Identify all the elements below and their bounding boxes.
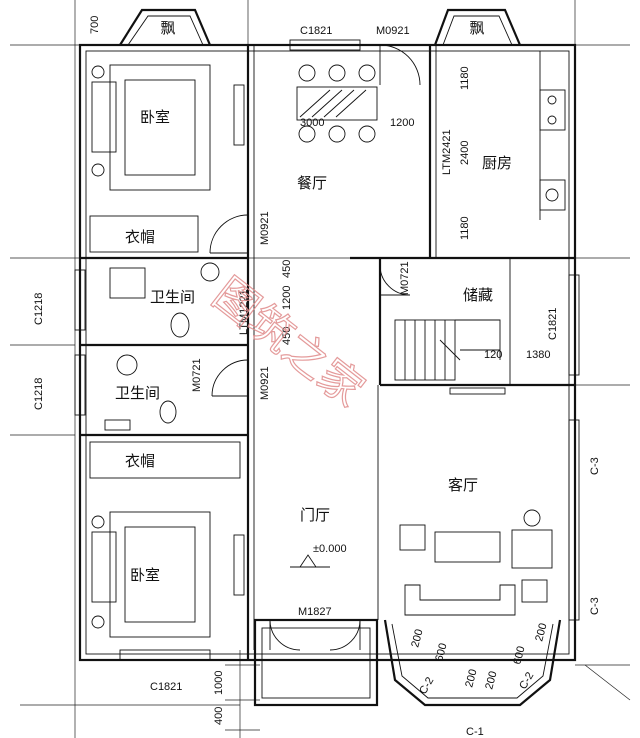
elevation-marker	[290, 554, 330, 568]
dim-700: 700	[89, 16, 101, 34]
code-c1-bottom: C-1	[466, 726, 484, 738]
bay-window-right	[433, 8, 522, 46]
dim-1180-bot: 1180	[459, 216, 471, 240]
code-ltm2421: LTM2421	[441, 129, 453, 175]
dim-450-b: 450	[281, 327, 293, 345]
bay-window-bottom	[383, 619, 562, 707]
dim-400: 400	[213, 707, 225, 725]
code-ltm1221: LTM1221	[238, 289, 250, 335]
room-label-dining: 餐厅	[297, 174, 327, 192]
dim-bay-600-r: 600	[511, 645, 527, 666]
code-c2-right: C-2	[517, 670, 536, 691]
bed-bottom	[91, 511, 211, 638]
windows	[74, 39, 580, 661]
room-label-bedroom-bottom: 卧室	[130, 566, 160, 584]
staircase	[394, 319, 501, 381]
dim-450-a: 450	[281, 260, 293, 278]
interior-walls	[80, 45, 575, 660]
code-m0721-bath: M0721	[191, 358, 203, 392]
kitchen-fixtures	[539, 89, 566, 211]
room-label-kitchen: 厨房	[482, 154, 512, 172]
dim-bay-200-l1: 200	[409, 628, 425, 649]
bath-fixtures	[104, 262, 220, 431]
dim-bay-200-r1: 200	[483, 670, 499, 691]
entrance-porch	[253, 618, 379, 707]
code-c3-upper: C-3	[589, 457, 601, 475]
dim-3000: 3000	[300, 117, 324, 129]
code-c1218-upper: C1218	[33, 293, 45, 325]
dim-1180-top: 1180	[459, 66, 471, 90]
dim-1200-dining: 1200	[390, 117, 414, 129]
room-label-foyer: 门厅	[300, 506, 330, 524]
room-label-bath-lower: 卫生间	[115, 384, 160, 402]
dim-1380: 1380	[526, 349, 550, 361]
dim-1200-bath: 1200	[281, 286, 293, 310]
elevation-label: ±0.000	[313, 543, 347, 555]
room-label-bath-upper: 卫生间	[150, 288, 195, 306]
code-c1218-lower: C1218	[33, 378, 45, 410]
code-c3-lower: C-3	[589, 597, 601, 615]
code-m0921-foyer: M0921	[259, 366, 271, 400]
room-label-living: 客厅	[448, 476, 478, 494]
code-m0721-storage: M0721	[399, 261, 411, 295]
code-m1827: M1827	[298, 606, 332, 618]
code-m0921-dining: M0921	[259, 211, 271, 245]
dim-bay-200-r2: 200	[533, 622, 549, 643]
room-label-closet-bottom: 衣帽	[125, 452, 155, 470]
doors	[209, 44, 421, 651]
room-label-bay-right: 飘	[469, 19, 484, 37]
room-label-bedroom-top: 卧室	[140, 108, 170, 126]
dim-2400: 2400	[459, 141, 471, 165]
room-label-closet-top: 衣帽	[125, 228, 155, 246]
room-label-storage: 储藏	[463, 286, 493, 304]
bed-top	[91, 64, 211, 191]
dim-bay-600-l: 600	[433, 642, 449, 663]
room-label-bay-left: 飘	[160, 19, 175, 37]
living-furniture	[399, 509, 553, 616]
dim-120: 120	[484, 349, 502, 361]
code-m0921-top: M0921	[376, 25, 410, 37]
bay-window-left	[119, 8, 212, 46]
dim-1000: 1000	[213, 671, 225, 695]
code-c1821-right: C1821	[547, 308, 559, 340]
dim-bay-200-l2: 200	[463, 668, 479, 689]
code-c2-left: C-2	[417, 675, 436, 696]
dining-table	[296, 64, 378, 143]
code-c1821-bottom: C1821	[150, 681, 182, 693]
code-c1821-top: C1821	[300, 25, 332, 37]
